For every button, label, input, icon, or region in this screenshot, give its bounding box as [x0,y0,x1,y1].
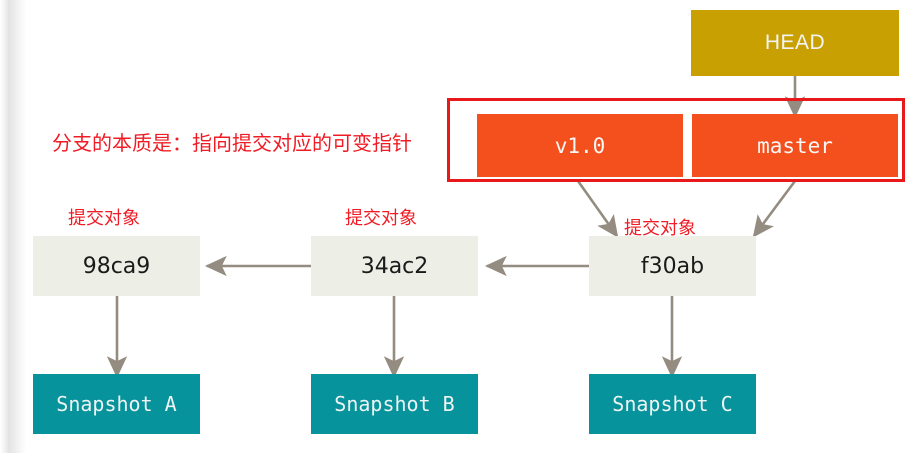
snapshot-label-b: Snapshot B [334,392,455,416]
tag-v1-0-label: v1.0 [554,133,606,158]
head-pointer-box[interactable]: HEAD [691,10,899,76]
head-label: HEAD [764,31,826,54]
commit-box-f30ab[interactable]: f30ab [589,236,756,296]
commit-box-98ca9[interactable]: 98ca9 [33,236,200,296]
commit-annotation-98ca9: 提交对象 [68,208,140,229]
branch-group-frame [447,98,905,182]
snapshot-label-a: Snapshot A [56,392,177,416]
snapshot-box-a[interactable]: Snapshot A [33,374,200,434]
branch-definition-note: 分支的本质是：指向提交对应的可变指针 [52,131,412,155]
commit-id-34ac2: 34ac2 [360,253,429,279]
commit-id-f30ab: f30ab [640,253,705,279]
snapshot-box-b[interactable]: Snapshot B [311,374,478,434]
arrow-master-to-f30ab [752,180,797,238]
commit-annotation-f30ab: 提交对象 [624,218,696,239]
tag-v1-0-box[interactable]: v1.0 [477,114,683,177]
commit-box-34ac2[interactable]: 34ac2 [311,236,478,296]
page-edge-shadow [0,0,26,453]
branch-master-box[interactable]: master [692,114,898,177]
snapshot-label-c: Snapshot C [612,392,733,416]
commit-annotation-34ac2: 提交对象 [345,208,417,229]
commit-id-98ca9: 98ca9 [82,253,151,279]
snapshot-box-c[interactable]: Snapshot C [589,374,756,434]
arrow-v10-to-f30ab [576,180,619,238]
branch-master-label: master [757,133,833,158]
